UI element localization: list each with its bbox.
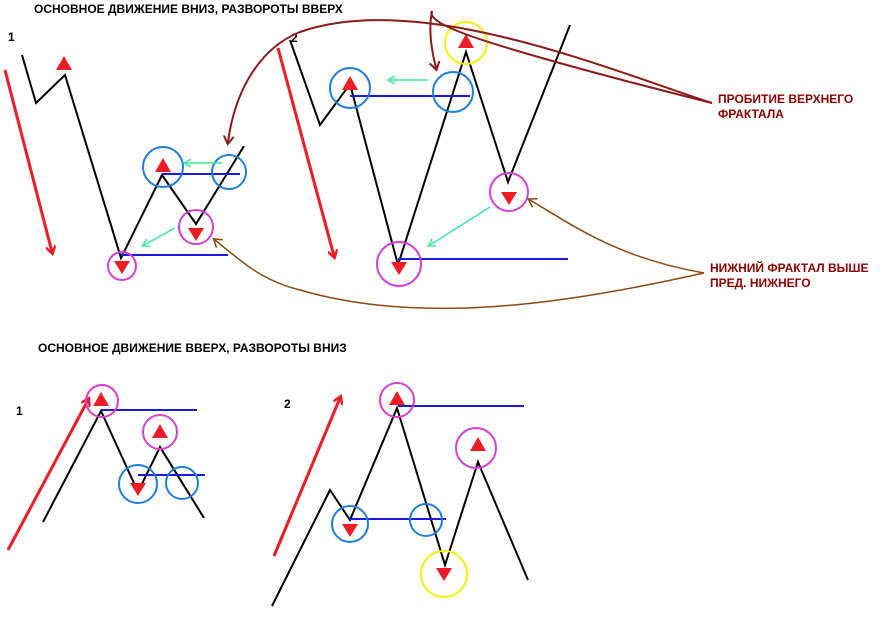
up-fractal-icon: [56, 56, 72, 70]
new-low-circle: [420, 550, 468, 598]
price-path: [271, 405, 529, 607]
down-fractal-icon: [501, 192, 517, 205]
lower-high-circle: [142, 414, 178, 450]
bottom-diagram-2: [271, 382, 529, 607]
upper-fractal-circle: [379, 382, 415, 418]
breakout-circle: [211, 154, 247, 190]
downtrend-arrow: [276, 47, 334, 256]
up-fractal-icon: [458, 34, 474, 48]
breakout-curve-to-diagram-1: [228, 19, 713, 142]
lower-fractal-circle: [331, 505, 369, 543]
uptrend-arrow: [272, 398, 340, 557]
down-fractal-icon: [188, 228, 204, 241]
downtrend-arrow: [3, 69, 52, 252]
top-diagram-1-label: 1: [8, 30, 15, 44]
bottom-diagram-1: [6, 384, 205, 551]
breakdown-circle: [165, 466, 199, 500]
green-arrow: [430, 206, 491, 245]
breakout-circle: [432, 71, 474, 113]
down-fractal-icon: [342, 524, 358, 537]
breakout-curve-to-diagram-2: [430, 10, 713, 104]
new-high-circle: [444, 21, 488, 65]
lower-fractal-note-line2: ПРЕД. НИЖНЕГО: [710, 276, 811, 290]
lower-high-circle: [455, 427, 497, 469]
top-diagram-1: [3, 54, 247, 281]
up-fractal-icon: [470, 437, 486, 451]
price-path: [289, 24, 571, 269]
lower-fractal-note-line1: НИЖНИЙ ФРАКТАЛ ВЫШЕ: [710, 260, 868, 275]
up-fractal-icon: [155, 158, 171, 172]
bottom-diagram-2-label: 2: [284, 397, 291, 411]
lower-fractal-circle: [178, 209, 214, 245]
up-fractal-icon: [93, 392, 109, 406]
up-fractal-icon: [152, 424, 168, 438]
lower-fractal-circle: [489, 172, 529, 212]
lower-fractal-circle: [118, 464, 158, 504]
top-diagram-2: [276, 21, 571, 287]
bottom-section-title: ОСНОВНОЕ ДВИЖЕНИЕ ВВЕРХ, РАЗВОРОТЫ ВНИЗ: [38, 341, 347, 355]
lower-fractal-curve-to-diagram-2: [530, 200, 705, 274]
top-diagram-2-label: 2: [291, 31, 298, 45]
top-section-title: ОСНОВНОЕ ДВИЖЕНИЕ ВНИЗ, РАЗВОРОТЫ ВВЕРХ: [34, 2, 343, 16]
up-fractal-icon: [389, 391, 405, 405]
upper-breakout-note-line1: ПРОБИТИЕ ВЕРХНЕГО: [718, 92, 853, 106]
down-fractal-icon: [436, 568, 452, 581]
breakdown-circle: [409, 503, 443, 537]
down-fractal-icon: [130, 483, 146, 496]
uptrend-arrow: [6, 400, 88, 551]
lower-fractal-curve-to-diagram-1: [215, 240, 705, 310]
down-fractal-icon: [114, 261, 130, 274]
bottom-diagram-1-label: 1: [16, 404, 23, 418]
down-fractal-icon: [391, 262, 407, 275]
green-arrow: [144, 227, 176, 245]
prev-lower-fractal-circle: [107, 251, 137, 281]
up-fractal-icon: [342, 76, 358, 90]
price-path: [21, 54, 245, 261]
prev-lower-fractal-circle: [376, 241, 422, 287]
upper-breakout-note-line2: ФРАКТАЛА: [718, 107, 784, 121]
upper-fractal-circle: [329, 67, 371, 109]
upper-fractal-circle: [85, 384, 119, 418]
